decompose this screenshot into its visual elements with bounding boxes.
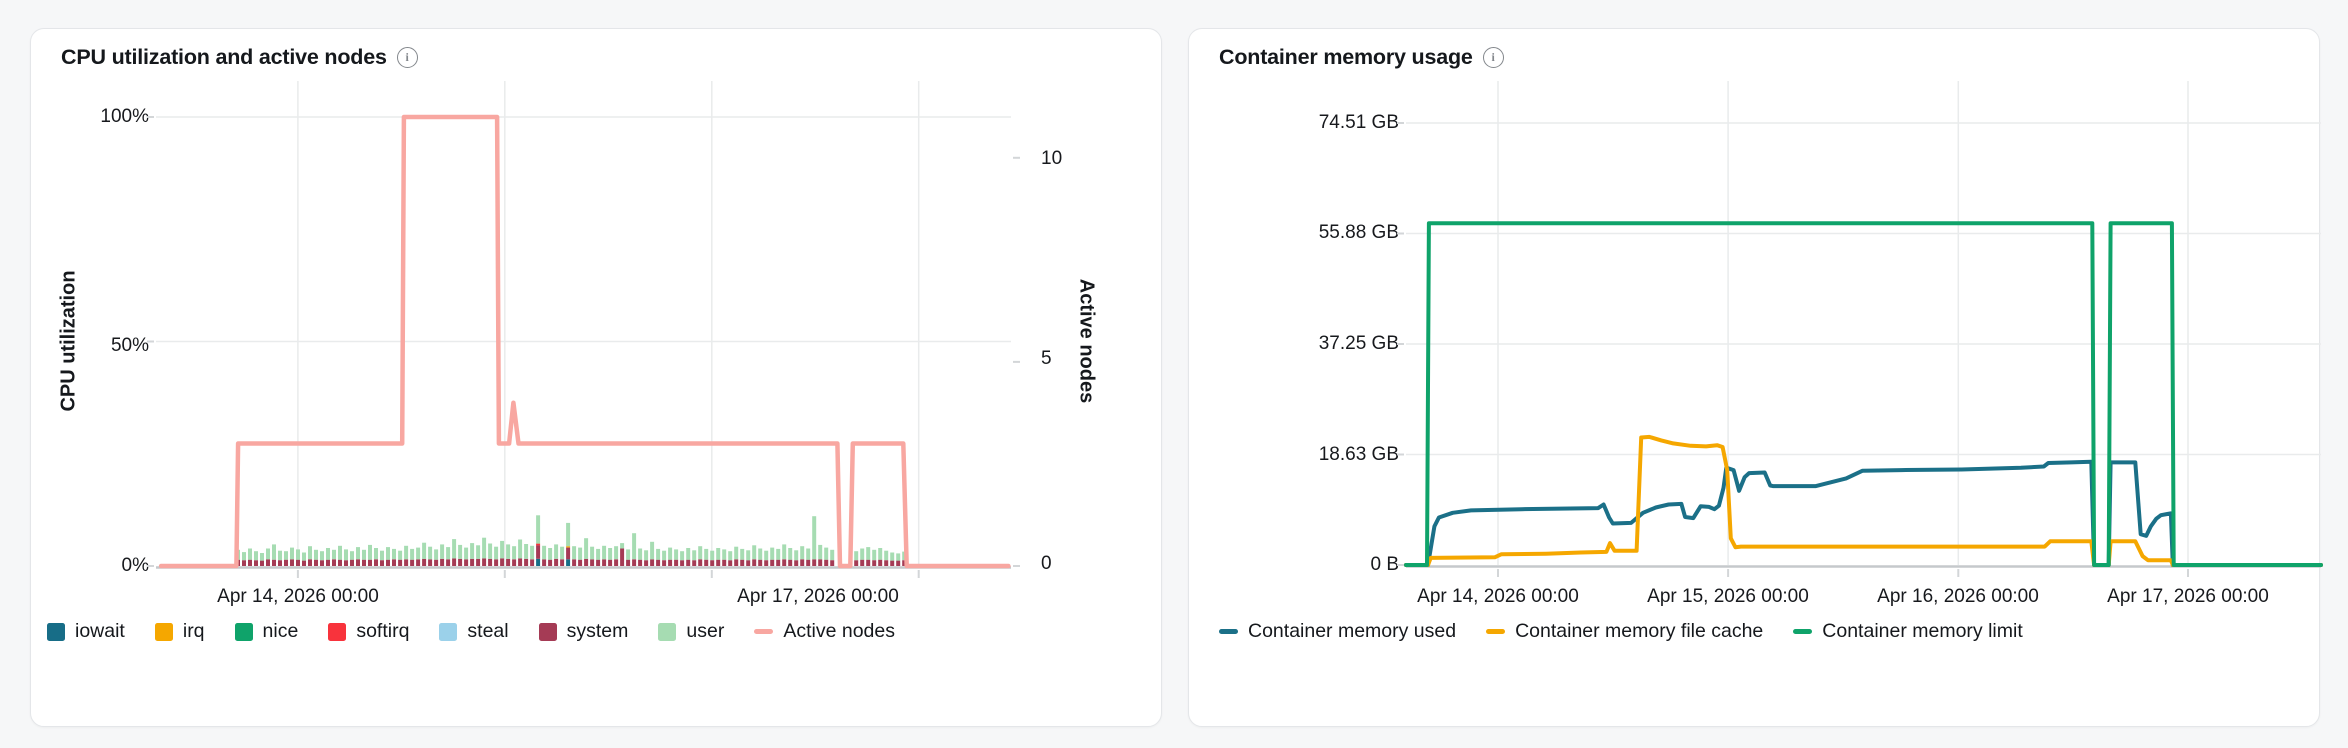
legend-item-user[interactable]: user: [658, 620, 724, 643]
legend-item-memory-file-cache[interactable]: Container memory file cache: [1486, 620, 1763, 643]
mem-card-header: Container memory usage i: [1219, 45, 1504, 70]
iowait-swatch-icon: [47, 622, 65, 641]
cpu-y2-axis-title: Active nodes: [1075, 278, 1098, 404]
legend-item-nice[interactable]: nice: [234, 620, 299, 643]
legend-label: Container memory limit: [1822, 620, 2023, 642]
memory-used-line-icon: [1219, 629, 1238, 634]
mem-xtick-apr14: Apr 14, 2026 00:00: [1417, 586, 1579, 607]
legend-item-iowait[interactable]: iowait: [47, 620, 125, 643]
mem-xtick-apr15: Apr 15, 2026 00:00: [1647, 586, 1809, 607]
mem-ytick-0: 0 B: [1370, 554, 1399, 575]
cpu-chart-plot[interactable]: [147, 81, 1020, 581]
legend-item-memory-limit[interactable]: Container memory limit: [1793, 620, 2023, 643]
legend-item-system[interactable]: system: [538, 620, 629, 643]
memory-file-cache-line-icon: [1486, 629, 1506, 634]
cpu-card-header: CPU utilization and active nodes i: [61, 45, 418, 70]
mem-card-title: Container memory usage: [1219, 45, 1473, 69]
system-swatch-icon: [538, 622, 557, 641]
irq-swatch-icon: [154, 622, 173, 641]
mem-xtick-apr16: Apr 16, 2026 00:00: [1877, 586, 2039, 607]
cpu-ytick-50: 50%: [110, 335, 149, 356]
legend-item-active-nodes[interactable]: Active nodes: [754, 620, 895, 643]
cpu-xtick-apr14: Apr 14, 2026 00:00: [217, 586, 379, 607]
container-memory-card: Container memory usage i 74.51 GB 55.88 …: [1188, 28, 2323, 727]
info-icon[interactable]: i: [396, 47, 418, 68]
mem-xtick-apr17: Apr 17, 2026 00:00: [2107, 586, 2269, 607]
mem-chart-plot[interactable]: [1397, 81, 2323, 581]
legend-label: Active nodes: [783, 620, 895, 642]
nodes-ytick-5: 5: [1041, 348, 1052, 369]
mem-ytick-37: 37.25 GB: [1318, 333, 1399, 354]
user-swatch-icon: [658, 622, 677, 641]
nodes-ytick-0: 0: [1041, 553, 1052, 574]
nodes-ytick-10: 10: [1041, 148, 1063, 169]
memory-limit-line-icon: [1793, 629, 1813, 634]
cpu-card-title: CPU utilization and active nodes: [61, 45, 387, 69]
nice-swatch-icon: [234, 622, 253, 641]
legend-label: Container memory used: [1248, 620, 1457, 642]
legend-label: Container memory file cache: [1515, 620, 1764, 642]
info-icon[interactable]: i: [1482, 47, 1504, 68]
mem-legend: Container memory used Container memory f…: [1219, 620, 2023, 643]
mem-ytick-18: 18.63 GB: [1318, 444, 1399, 465]
legend-label: softirq: [356, 620, 410, 642]
cpu-legend: iowait irq nice softirq steal system: [47, 620, 895, 643]
legend-label: user: [686, 620, 725, 642]
cpu-xtick-apr17: Apr 17, 2026 00:00: [737, 586, 899, 607]
mem-ytick-74: 74.51 GB: [1318, 112, 1399, 133]
legend-label: system: [566, 620, 629, 642]
legend-item-irq[interactable]: irq: [154, 620, 205, 643]
softirq-swatch-icon: [328, 622, 347, 641]
legend-label: iowait: [75, 620, 125, 642]
legend-label: irq: [182, 620, 205, 642]
mem-ytick-55: 55.88 GB: [1318, 222, 1399, 243]
legend-label: nice: [262, 620, 299, 642]
cpu-ytick-100: 100%: [100, 106, 149, 127]
cpu-ytick-0: 0%: [121, 555, 149, 576]
active-nodes-line-icon: [754, 629, 774, 634]
legend-item-softirq[interactable]: softirq: [328, 620, 409, 643]
legend-item-steal[interactable]: steal: [439, 620, 509, 643]
cpu-utilization-card: CPU utilization and active nodes i CPU u…: [30, 28, 1162, 727]
legend-label: steal: [467, 620, 509, 642]
steal-swatch-icon: [439, 622, 458, 641]
legend-item-memory-used[interactable]: Container memory used: [1219, 620, 1456, 643]
